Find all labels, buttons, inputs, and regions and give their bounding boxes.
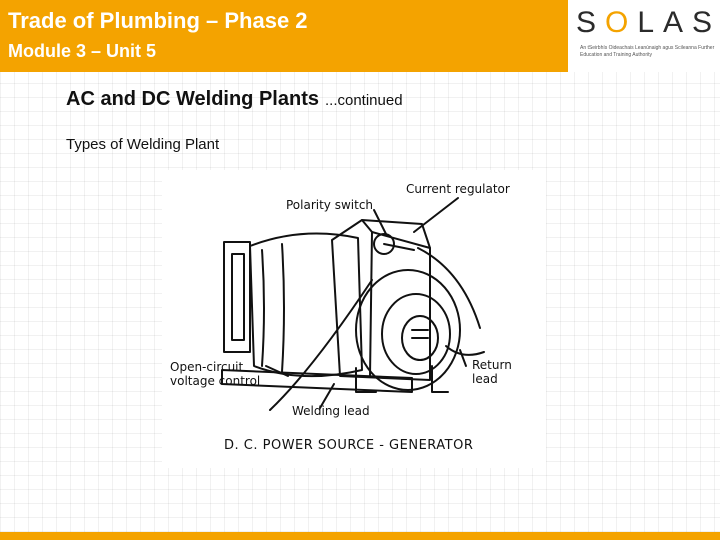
logo-letter-s: S bbox=[576, 6, 606, 39]
generator-illustration bbox=[221, 197, 485, 411]
logo-letter-o: O bbox=[605, 6, 638, 39]
logo-letters-las: LAS bbox=[637, 6, 720, 39]
logo-tagline: An tSeirbhís Oideachais Leanúnaigh agus … bbox=[580, 45, 715, 58]
label-welding-lead: Welding lead bbox=[292, 404, 370, 418]
logo-wordmark: SOLAS bbox=[576, 6, 720, 40]
header-subtitle: Module 3 – Unit 5 bbox=[8, 41, 157, 61]
label-current-regulator: Current regulator bbox=[406, 182, 510, 196]
footer-bar bbox=[0, 532, 720, 540]
slide-heading-suffix: ...continued bbox=[324, 92, 403, 109]
header-band: Trade of Plumbing – Phase 2 Module 3 – U… bbox=[0, 0, 568, 72]
figure-caption: D. C. POWER SOURCE - GENERATOR bbox=[224, 438, 474, 453]
header-title: Trade of Plumbing – Phase 2 bbox=[8, 8, 308, 33]
slide-heading-text: AC and DC Welding Plants bbox=[66, 88, 319, 110]
label-return-lead-2: lead bbox=[472, 372, 498, 386]
label-return-lead-1: Return bbox=[472, 358, 512, 372]
label-polarity-switch: Polarity switch bbox=[286, 198, 374, 212]
label-open-circuit-1: Open-circuit bbox=[170, 360, 244, 374]
slide-heading: AC and DC Welding Plants ...continued bbox=[66, 88, 403, 111]
label-open-circuit-2: voltage control bbox=[170, 374, 261, 388]
dc-generator-figure: Current regulator Polarity switch Open-c… bbox=[162, 170, 546, 468]
slide-subheading: Types of Welding Plant bbox=[66, 136, 220, 153]
solas-logo: SOLAS An tSeirbhís Oideachais Leanúnaigh… bbox=[568, 0, 720, 72]
